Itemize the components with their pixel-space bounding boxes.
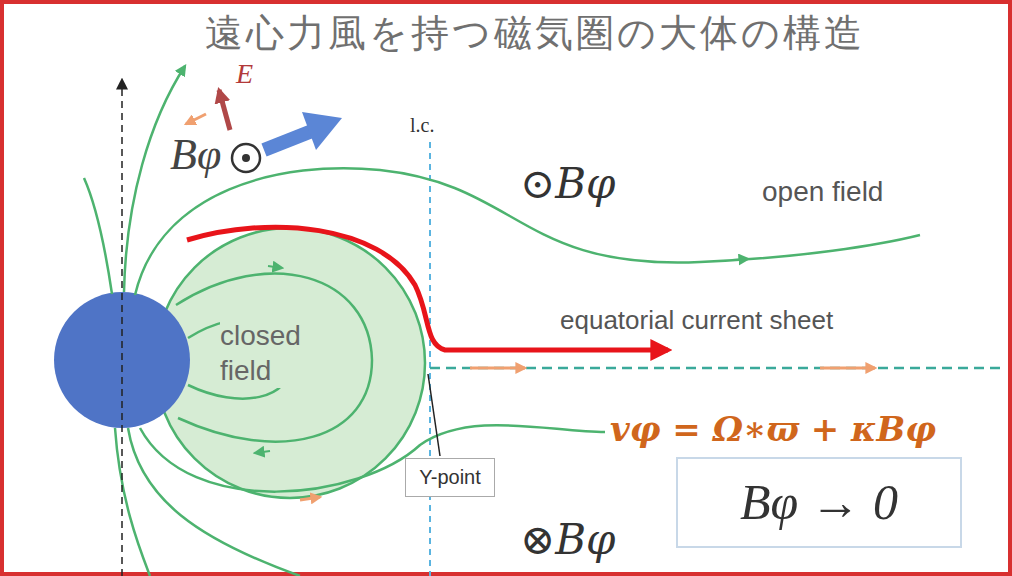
leader-line	[428, 374, 440, 456]
field-arrow	[255, 451, 270, 453]
rotation-axis	[121, 80, 123, 576]
open-field-line	[140, 425, 605, 491]
field-label: E	[236, 58, 253, 90]
out-of-page-symbol	[232, 144, 260, 172]
field-label: ⊗Bφ	[520, 516, 615, 564]
field-arrow	[732, 259, 748, 260]
flow-arrow	[820, 367, 875, 370]
field-arrow	[268, 266, 282, 268]
out-of-page-symbol	[242, 154, 250, 162]
field-label: Bφ	[170, 130, 221, 181]
poynting-arrow	[302, 112, 342, 150]
callout-box: Y-point	[405, 458, 495, 497]
node-text: Y-point	[419, 465, 481, 490]
region-label: open field	[762, 176, 883, 208]
region-outline	[155, 228, 425, 498]
condition-box: Bφ → 0	[676, 457, 962, 548]
closed-field-line	[176, 274, 372, 442]
open-field-line	[124, 66, 185, 292]
open-field-line	[135, 168, 920, 295]
axis-label: l.c.	[410, 114, 434, 137]
closed-field-region: closed field	[153, 226, 427, 500]
e-field-arrow	[219, 90, 230, 130]
field-label: ⊙Bφ	[520, 160, 615, 208]
light-cylinder-line	[429, 142, 431, 576]
diagram-title: 遠心力風を持つ磁気圏の大体の構造	[205, 12, 865, 56]
flow-arrow	[186, 114, 206, 124]
open-field-line	[84, 178, 112, 294]
open-field-line	[128, 428, 300, 576]
current-path	[187, 227, 668, 350]
node-text: closed field	[220, 318, 350, 388]
poynting-arrow	[264, 131, 312, 150]
open-field-line	[115, 428, 150, 576]
equator-line	[430, 367, 1000, 370]
flow-arrow	[300, 497, 320, 500]
region-label: equatorial current sheet	[557, 306, 836, 336]
closed-field-line	[188, 319, 292, 398]
flow-arrow	[470, 367, 525, 370]
node-text: Bφ → 0	[740, 471, 898, 534]
equation-label: vφ = Ω∗ϖ + κBφ	[610, 410, 936, 449]
